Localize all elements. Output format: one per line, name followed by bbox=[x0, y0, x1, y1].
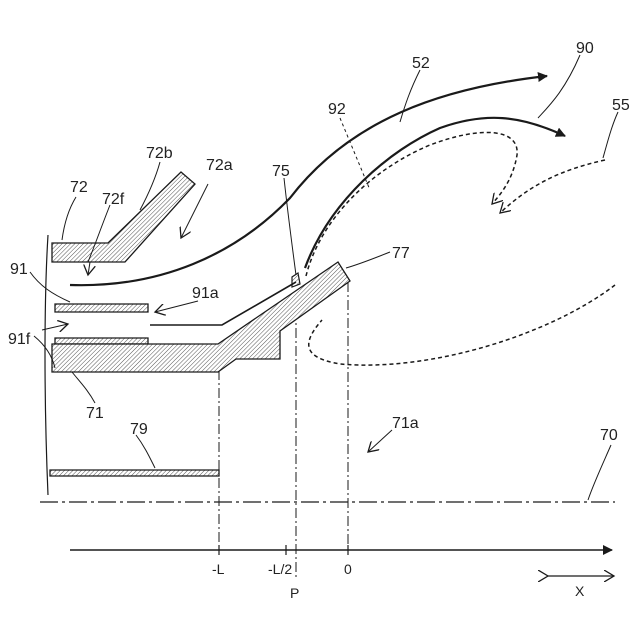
label-75: 75 bbox=[272, 163, 290, 180]
label-52: 52 bbox=[412, 55, 430, 72]
flame-region-55-upper bbox=[500, 160, 605, 213]
axis-label-X: X bbox=[575, 583, 585, 599]
leader-77 bbox=[346, 252, 390, 268]
axis-label-minus-L: -L bbox=[212, 561, 225, 577]
leader-92 bbox=[340, 118, 370, 190]
flow-arrow-52 bbox=[70, 76, 547, 285]
pointer-91a bbox=[155, 301, 198, 312]
leader-91 bbox=[30, 272, 70, 302]
leader-55 bbox=[603, 112, 618, 158]
label-91f: 91f bbox=[8, 331, 31, 348]
label-55: 55 bbox=[612, 97, 630, 114]
part-79-rod bbox=[50, 470, 219, 476]
label-90: 90 bbox=[576, 40, 594, 57]
leader-52 bbox=[400, 70, 420, 122]
label-91: 91 bbox=[10, 261, 28, 278]
label-71a: 71a bbox=[392, 415, 419, 432]
leader-72 bbox=[62, 197, 76, 240]
label-92: 92 bbox=[328, 101, 346, 118]
recirculation-flow-dashed bbox=[306, 132, 517, 276]
label-72: 72 bbox=[70, 179, 88, 196]
label-71: 71 bbox=[86, 405, 104, 422]
part-91-inner-plate bbox=[55, 338, 148, 344]
pointer-91f bbox=[42, 324, 68, 330]
pointer-71a bbox=[368, 430, 392, 452]
label-72f: 72f bbox=[102, 191, 125, 208]
axis-label-zero: 0 bbox=[344, 561, 352, 577]
label-77: 77 bbox=[392, 245, 410, 262]
pointer-72f bbox=[88, 262, 90, 275]
label-79: 79 bbox=[130, 421, 148, 438]
label-91a: 91a bbox=[192, 285, 219, 302]
label-70: 70 bbox=[600, 427, 618, 444]
leader-79 bbox=[136, 435, 155, 468]
part-71-main-body bbox=[52, 262, 350, 372]
part-91-plate bbox=[55, 304, 148, 312]
label-72a: 72a bbox=[206, 157, 233, 174]
part-75-lip bbox=[292, 273, 300, 287]
leader-70 bbox=[588, 445, 611, 500]
leader-71 bbox=[72, 372, 95, 403]
axis-label-minus-L-half: -L/2 bbox=[268, 561, 292, 577]
leader-90 bbox=[538, 55, 580, 118]
flame-region-55-lower bbox=[309, 285, 615, 365]
axis-label-P: P bbox=[290, 585, 299, 601]
left-break-line bbox=[45, 235, 48, 495]
label-72b: 72b bbox=[146, 145, 173, 162]
